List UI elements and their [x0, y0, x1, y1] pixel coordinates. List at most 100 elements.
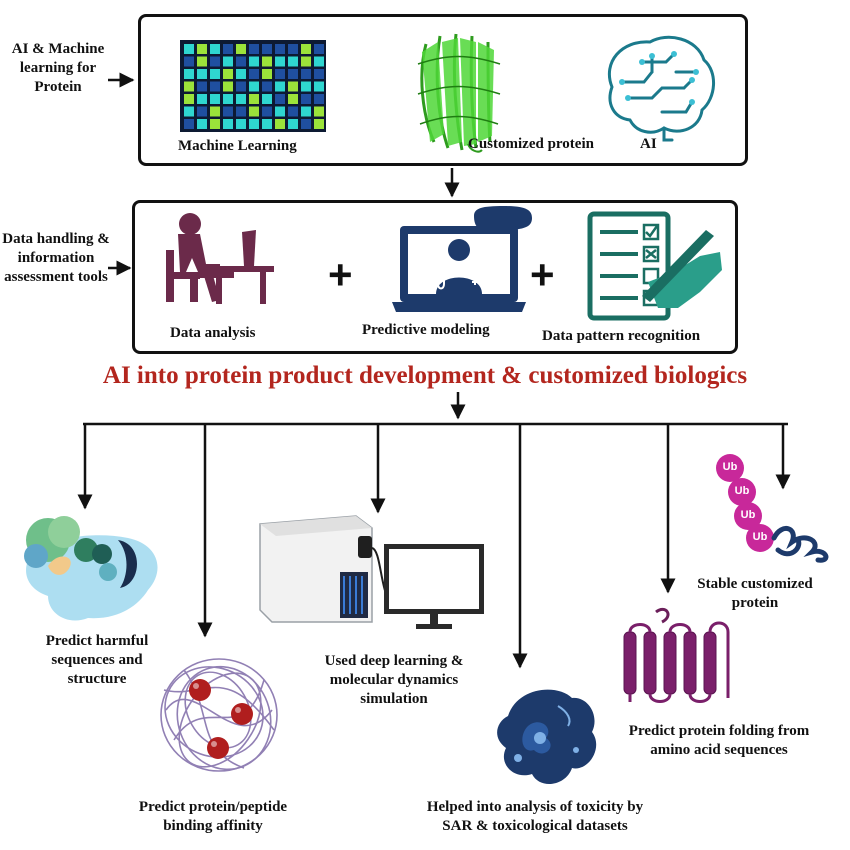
outcome-stable-label: Stable customized protein	[697, 576, 813, 611]
ml-grid-cell	[236, 56, 246, 67]
ml-grid-cell	[249, 44, 259, 54]
ml-grid-cell	[210, 106, 220, 117]
ml-grid-cell	[262, 69, 272, 79]
ml-grid-cell	[210, 94, 220, 104]
ml-grid-cell	[223, 81, 233, 92]
ml-grid-cell	[184, 94, 194, 104]
ml-grid-cell	[210, 81, 220, 92]
ml-grid-cell	[236, 44, 246, 54]
ml-grid-cell	[236, 69, 246, 79]
customized-protein-icon	[417, 33, 501, 153]
ml-grid-cell	[262, 119, 272, 129]
ml-grid-cell	[223, 106, 233, 117]
ml-grid-cell	[223, 94, 233, 104]
predictive-modeling-laptop-icon	[392, 206, 532, 312]
ml-grid-cell	[236, 94, 246, 104]
ubiquitin-chain-icon	[716, 454, 829, 563]
data-analysis-label: Data analysis	[170, 325, 256, 341]
ml-grid-cell	[184, 81, 194, 92]
ml-grid-cell	[301, 44, 311, 54]
outcome-toxicity-label: Helped into analysis of toxicity by SAR …	[426, 799, 644, 834]
machine-learning-grid-icon	[180, 40, 326, 132]
ml-grid-cell	[210, 119, 220, 129]
ml-grid-cell	[184, 69, 194, 79]
toxicity-cell-icon	[497, 689, 597, 785]
outcome-harmful-label: Predict harmful sequences and structure	[45, 633, 149, 687]
ml-grid-cell	[236, 81, 246, 92]
ml-grid-cell	[275, 94, 285, 104]
ml-grid-cell	[249, 81, 259, 92]
outcome-deep-learning-label: Used deep learning & molecular dynamics …	[324, 653, 464, 707]
ml-grid-cell	[301, 94, 311, 104]
binding-tangle-icon	[160, 658, 278, 772]
lab-instrument-icon	[259, 515, 484, 629]
ml-grid-cell	[197, 106, 207, 117]
ml-grid-cell	[223, 119, 233, 129]
ml-grid-cell	[288, 94, 298, 104]
ml-grid-cell	[301, 56, 311, 67]
ml-grid-cell	[210, 44, 220, 54]
membrane-protein-icon	[623, 607, 730, 703]
ml-grid-cell	[262, 44, 272, 54]
customized-protein-label: Customized protein	[468, 136, 594, 152]
ub-tag-4: Ub	[752, 531, 768, 543]
ml-grid-cell	[262, 106, 272, 117]
ml-grid-cell	[223, 56, 233, 67]
ml-grid-cell	[184, 44, 194, 54]
ml-grid-cell	[288, 81, 298, 92]
ml-grid-cell	[223, 69, 233, 79]
ml-grid-cell	[197, 119, 207, 129]
ml-grid-cell	[249, 94, 259, 104]
ml-grid-cell	[275, 81, 285, 92]
side-label-data-tools: Data handling & information assessment t…	[2, 231, 110, 285]
ml-grid-cell	[249, 69, 259, 79]
ml-grid-cell	[249, 56, 259, 67]
ml-grid-cell	[262, 56, 272, 67]
ml-grid-cell	[223, 44, 233, 54]
ub-tag-1: Ub	[722, 461, 738, 473]
outcome-folding-label: Predict protein folding from amino acid …	[628, 723, 810, 758]
ml-grid-cell	[301, 119, 311, 129]
ub-tag-2: Ub	[734, 485, 750, 497]
data-pattern-checklist-icon	[587, 211, 722, 321]
ml-grid-cell	[288, 119, 298, 129]
ml-grid-cell	[197, 56, 207, 67]
ml-grid-cell	[249, 106, 259, 117]
ml-grid-cell	[262, 81, 272, 92]
ml-grid-cell	[301, 69, 311, 79]
ml-grid-cell	[288, 69, 298, 79]
ml-grid-cell	[314, 44, 324, 54]
ml-grid-cell	[210, 56, 220, 67]
ml-grid-cell	[288, 44, 298, 54]
ml-grid-cell	[314, 81, 324, 92]
data-analysis-person-icon	[166, 213, 274, 304]
ml-grid-cell	[301, 81, 311, 92]
ml-grid-cell	[314, 69, 324, 79]
ml-grid-cell	[236, 106, 246, 117]
ml-grid-cell	[275, 69, 285, 79]
ml-grid-cell	[301, 106, 311, 117]
ml-grid-cell	[197, 94, 207, 104]
ai-label: AI	[640, 136, 657, 152]
ml-grid-cell	[314, 119, 324, 129]
protein-complex-icon	[24, 516, 158, 621]
ml-grid-cell	[184, 106, 194, 117]
data-pattern-label: Data pattern recognition	[542, 328, 701, 344]
plus-sign-1: +	[328, 251, 353, 298]
ml-grid-cell	[275, 56, 285, 67]
ml-grid-cell	[210, 69, 220, 79]
ml-grid-cell	[288, 56, 298, 67]
plus-sign-2: +	[530, 251, 555, 298]
ml-grid-cell	[197, 81, 207, 92]
ub-tag-3: Ub	[740, 509, 756, 521]
ml-grid-cell	[275, 44, 285, 54]
ml-grid-cell	[184, 119, 194, 129]
ml-grid-cell	[249, 119, 259, 129]
predictive-modeling-label: Predictive modeling	[362, 322, 490, 338]
ml-grid-cell	[197, 69, 207, 79]
ai-brain-icon	[607, 35, 715, 142]
ml-grid-cell	[262, 94, 272, 104]
ml-grid-cell	[314, 94, 324, 104]
ml-grid-cell	[314, 106, 324, 117]
diagram-title: AI into protein product development & cu…	[102, 362, 748, 389]
